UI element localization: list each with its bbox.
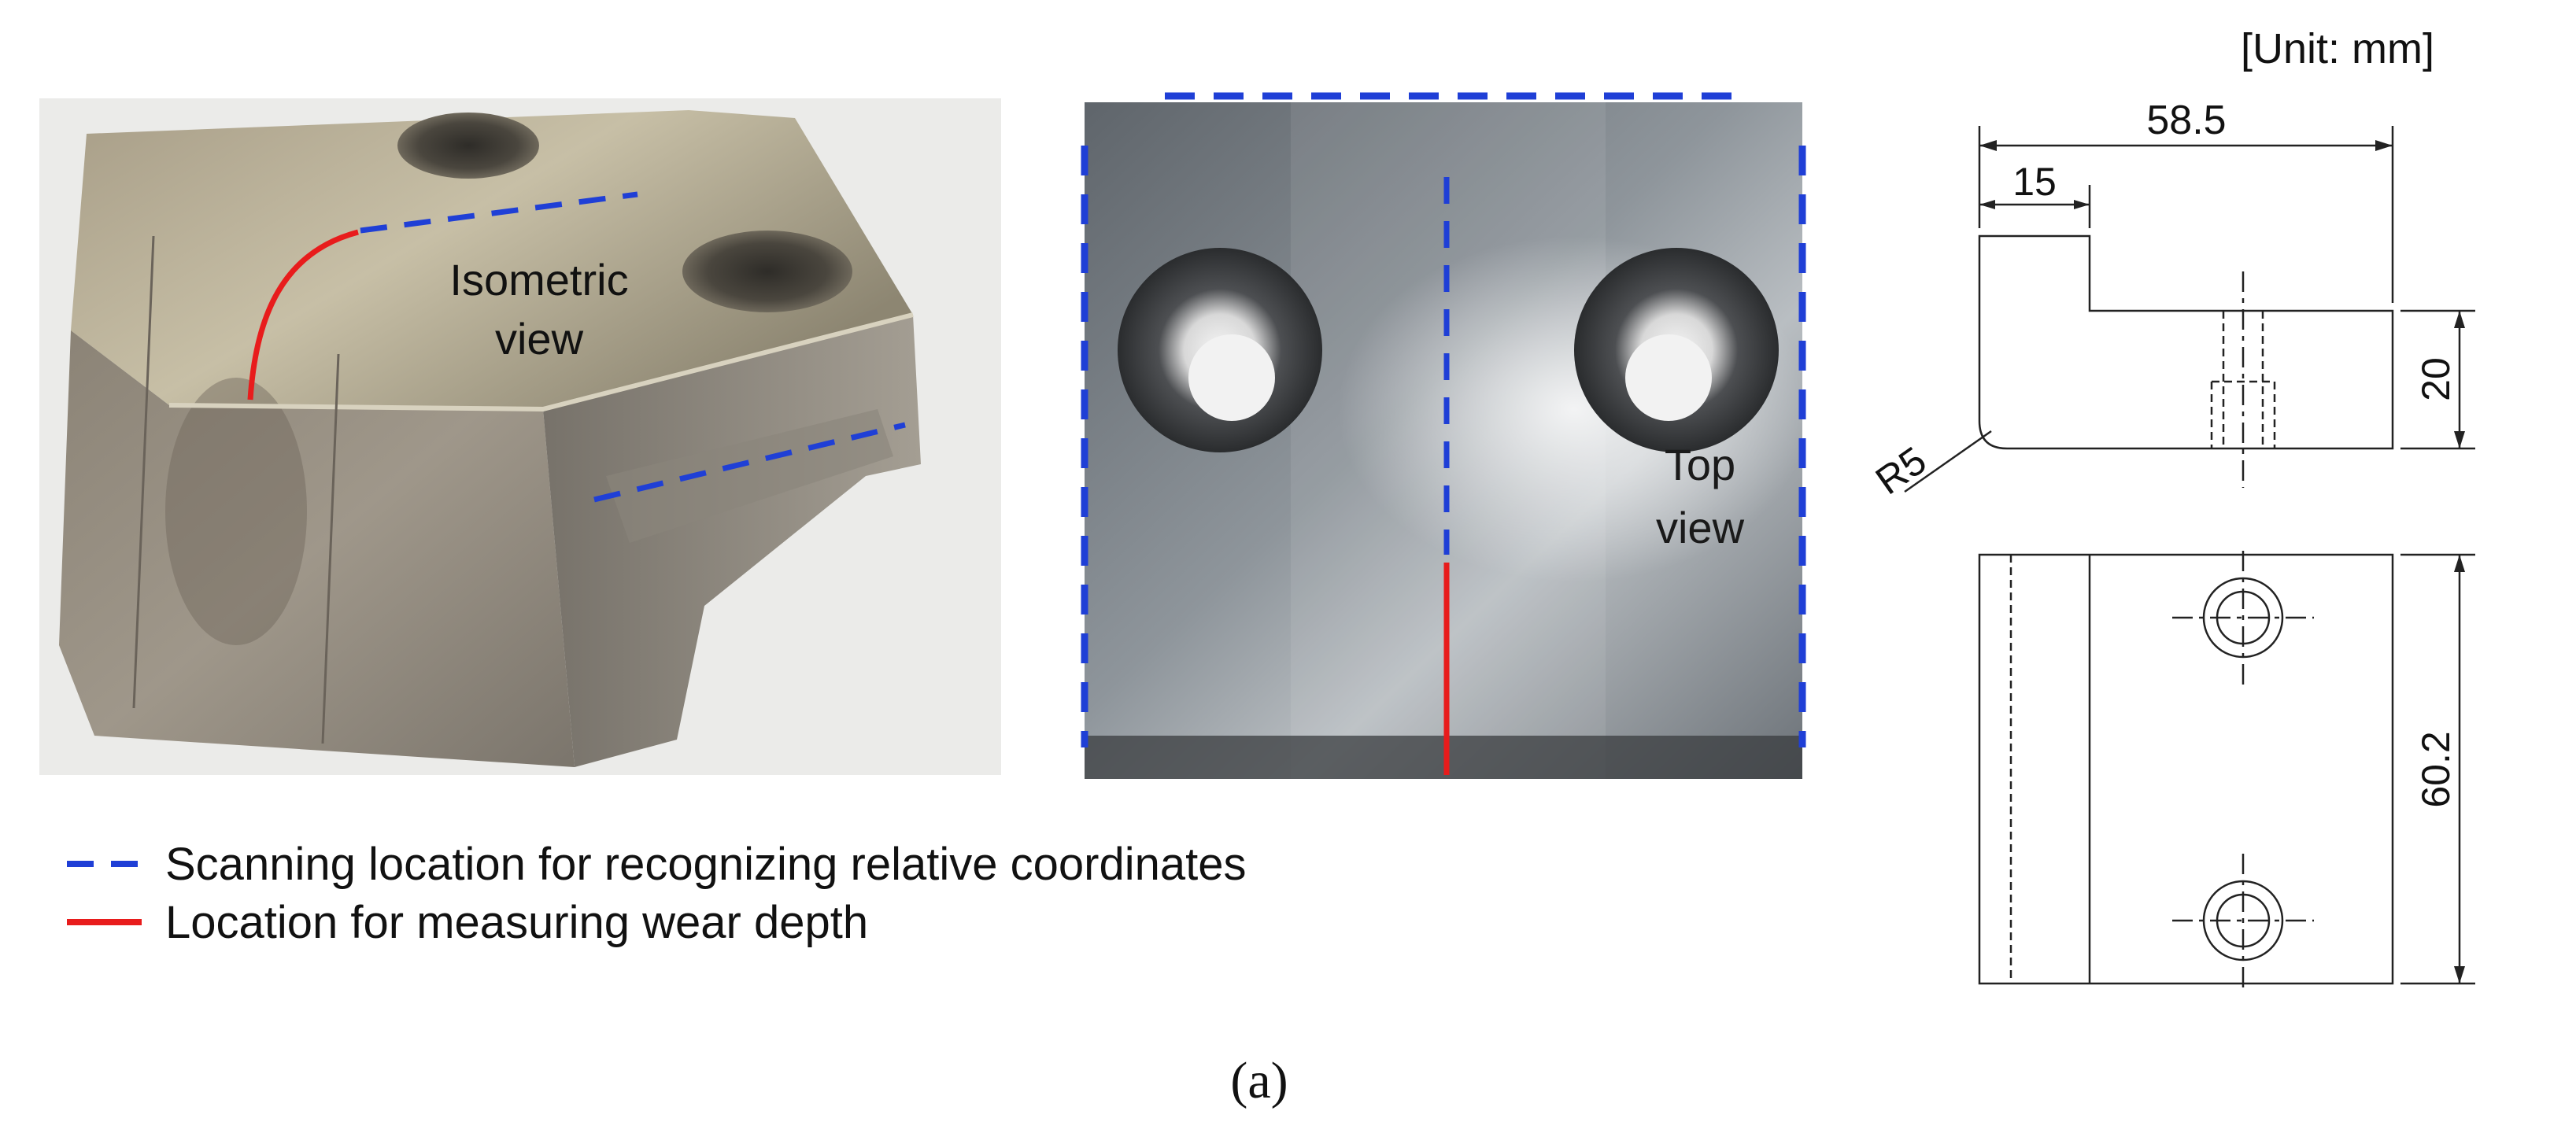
top-hole-right-through <box>1625 334 1712 421</box>
scan-line-iso-top <box>360 191 638 234</box>
top-view-label-line2: view <box>1656 503 1745 552</box>
wear-shadow <box>165 378 307 645</box>
dim-height: 20 <box>2414 357 2458 401</box>
hole-2 <box>682 231 852 312</box>
block-edge <box>168 312 914 412</box>
block-top-face <box>71 110 913 409</box>
top-view-label-line1: Top <box>1665 440 1735 489</box>
isometric-label-line1: Isometric <box>449 255 628 304</box>
dim-radius: R5 <box>1868 438 1934 504</box>
technical-drawing: [Unit: mm] 58.5 15 20 R5 <box>1868 25 2475 987</box>
radius-leader <box>1904 430 1992 493</box>
isometric-photo: Isometric view <box>39 98 1001 775</box>
dim-length: 60.2 <box>2414 731 2458 807</box>
dim-total-width: 58.5 <box>2146 98 2226 143</box>
wear-depth-line-iso <box>247 229 359 400</box>
dim-step-width: 15 <box>2012 160 2057 204</box>
legend-scan-text: Scanning location for recognizing relati… <box>165 839 1246 890</box>
isometric-label-line2: view <box>495 314 584 364</box>
top-hole-left-through <box>1188 334 1275 421</box>
top-view-photo: Top view <box>1081 92 1810 779</box>
figure-caption: (a) <box>1230 1052 1288 1109</box>
groove-line <box>132 235 155 709</box>
legend: Scanning location for recognizing relati… <box>67 839 1246 948</box>
block-front-face <box>59 330 575 767</box>
elevation-outline <box>1978 234 2394 450</box>
legend-wear-text: Location for measuring wear depth <box>165 897 868 948</box>
unit-label: [Unit: mm] <box>2241 25 2434 72</box>
hole-1 <box>397 113 539 179</box>
plan-outline <box>1978 553 2394 985</box>
scan-line-iso-side <box>593 422 906 503</box>
bottom-edge-shadow <box>1085 736 1802 779</box>
groove-line <box>321 353 340 744</box>
